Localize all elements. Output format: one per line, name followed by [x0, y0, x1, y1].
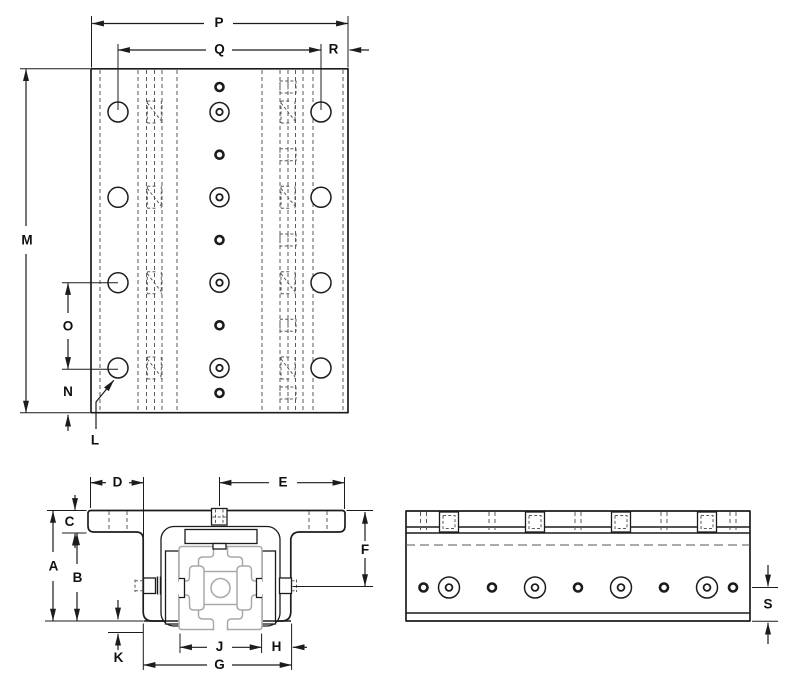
- dim-label-l: L: [91, 433, 99, 448]
- side-fastener-tabs: [420, 511, 737, 533]
- dim-D: D: [90, 475, 144, 490]
- dim-label-p: P: [214, 15, 223, 30]
- dim-label-f: F: [361, 542, 369, 557]
- center-holes: [209, 81, 230, 399]
- dim-N: N: [63, 384, 73, 431]
- dim-Q: Q: [117, 42, 322, 57]
- left-adjuster-boss: [134, 576, 162, 595]
- dim-label-r: R: [329, 42, 339, 57]
- dim-S: S: [763, 565, 773, 644]
- dim-H: H: [272, 639, 307, 654]
- dim-label-g: G: [214, 657, 225, 672]
- top-bearing-plate: [184, 528, 258, 545]
- top-extension-lines: [20, 16, 349, 414]
- dim-label-o: O: [63, 319, 74, 334]
- dim-A: A: [49, 510, 59, 621]
- dim-label-e: E: [278, 475, 287, 490]
- leader-L: L: [91, 379, 115, 448]
- top-plate-tab: [212, 542, 227, 550]
- right-slot-tongue: [255, 577, 262, 599]
- dim-label-b: B: [73, 570, 83, 585]
- right-bearing-plate: [261, 550, 277, 625]
- left-slot-tongue: [179, 577, 186, 599]
- dim-P: P: [91, 15, 349, 30]
- dim-C: C: [65, 495, 78, 548]
- dim-label-q: Q: [214, 42, 225, 57]
- dim-E: E: [219, 475, 345, 490]
- dim-label-d: D: [113, 475, 123, 490]
- dim-label-n: N: [63, 384, 73, 399]
- dim-label-k: K: [114, 650, 124, 665]
- dim-G: G: [143, 657, 292, 672]
- section-view: D E C A B F: [45, 475, 373, 672]
- dim-label-m: M: [21, 233, 32, 248]
- section-extension-lines: [45, 477, 373, 670]
- dim-F: F: [361, 511, 369, 587]
- flange-hidden-holes: [108, 511, 328, 532]
- side-extension-lines: [752, 587, 778, 622]
- dim-label-h: H: [272, 639, 282, 654]
- dim-label-j: J: [216, 639, 224, 654]
- side-edge-lines: [406, 526, 750, 614]
- dim-J: J: [179, 639, 262, 654]
- top-view: P Q R M O N: [20, 15, 369, 448]
- tslot-extrusion: [178, 545, 263, 631]
- side-view: S: [405, 510, 778, 644]
- dim-O: O: [63, 282, 74, 370]
- right-adjuster-boss: [278, 577, 297, 595]
- dim-label-a: A: [49, 559, 59, 574]
- dim-label-c: C: [65, 514, 75, 529]
- dim-R: R: [329, 42, 369, 57]
- dim-label-s: S: [763, 596, 772, 611]
- rail-side-outline: [405, 510, 751, 622]
- dim-M: M: [21, 69, 33, 413]
- dim-B: B: [73, 533, 83, 621]
- top-fastener-tab-hidden: [212, 509, 227, 524]
- dim-K: K: [114, 600, 124, 665]
- left-bearing-plate: [164, 550, 180, 625]
- side-holes: [418, 576, 739, 599]
